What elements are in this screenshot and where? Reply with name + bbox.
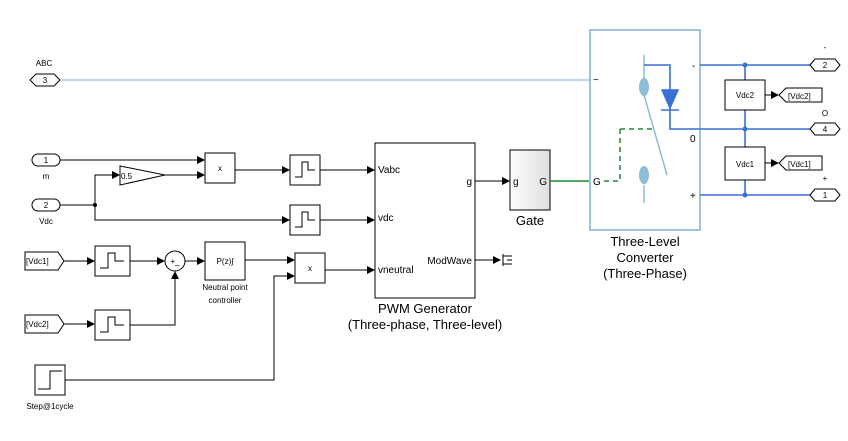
svg-text:Step@1cycle: Step@1cycle <box>26 402 74 411</box>
goto-vdc2[interactable]: [Vdc2] <box>778 87 823 103</box>
svg-text:4: 4 <box>823 125 828 134</box>
svg-text:1: 1 <box>44 156 49 165</box>
svg-text:-: - <box>824 43 827 52</box>
svg-text:G: G <box>593 177 601 188</box>
svg-text:vneutral: vneutral <box>378 265 414 276</box>
inport-abc[interactable]: ABC 3 <box>29 59 61 87</box>
svg-text:[Vdc2]: [Vdc2] <box>788 92 811 101</box>
svg-text:P(z)∫: P(z)∫ <box>217 257 235 266</box>
svg-text:Vdc: Vdc <box>39 217 53 226</box>
outport-pos[interactable]: + 1 <box>809 174 841 202</box>
svg-text:vdc: vdc <box>378 213 394 224</box>
svg-text:+_: +_ <box>170 257 180 266</box>
zero-order-hold-1[interactable] <box>289 154 321 186</box>
svg-text:3: 3 <box>43 76 48 85</box>
svg-text:PWM Generator: PWM Generator <box>378 301 473 316</box>
inport-vdc[interactable]: 2 Vdc <box>31 198 61 226</box>
neutral-point-controller[interactable]: P(z)∫ Neutral point controller <box>202 241 248 305</box>
goto-vdc1[interactable]: [Vdc1] <box>778 155 823 171</box>
zero-order-hold-4[interactable] <box>94 309 131 341</box>
svg-text:Three-Level: Three-Level <box>610 234 679 249</box>
svg-text:g: g <box>466 177 472 188</box>
from-vdc1[interactable]: [Vdc1] <box>24 251 65 271</box>
step-block[interactable]: Step@1cycle <box>26 364 74 411</box>
svg-text:-: - <box>692 61 695 72</box>
svg-text:(Three-phase, Three-level): (Three-phase, Three-level) <box>348 317 502 332</box>
sum-block[interactable]: +_ <box>164 250 186 272</box>
terminator <box>502 254 512 266</box>
svg-text:x: x <box>308 264 312 273</box>
outport-neg[interactable]: - 2 <box>809 43 841 72</box>
svg-text:Converter: Converter <box>616 250 674 265</box>
voltage-sensor-vdc1[interactable]: Vdc1 <box>724 146 766 181</box>
svg-text:Gate: Gate <box>516 213 544 228</box>
svg-text:G: G <box>539 177 547 188</box>
svg-text:+: + <box>823 174 828 183</box>
inport-m[interactable]: 1 m <box>31 153 61 181</box>
svg-text:x: x <box>218 164 222 173</box>
svg-text:O: O <box>822 109 828 118</box>
svg-text:2: 2 <box>44 201 49 210</box>
product-block-1[interactable]: x <box>204 152 236 184</box>
svg-text:g: g <box>513 177 519 188</box>
outport-neutral[interactable]: O 4 <box>809 109 841 136</box>
svg-text:0: 0 <box>690 134 696 145</box>
from-vdc2[interactable]: [Vdc2] <box>24 314 65 334</box>
svg-text:controller: controller <box>209 296 242 305</box>
svg-text:m: m <box>43 172 50 181</box>
svg-text:2: 2 <box>823 61 828 70</box>
voltage-sensor-vdc2[interactable]: Vdc2 <box>724 79 766 111</box>
svg-text:~: ~ <box>593 75 599 86</box>
svg-text:Vabc: Vabc <box>378 165 400 176</box>
product-block-2[interactable]: x <box>294 252 326 284</box>
svg-text:Vdc1: Vdc1 <box>736 160 755 169</box>
three-level-converter[interactable]: ~ G - 0 + Three-Level Converter (Three-P… <box>589 29 701 281</box>
svg-text:+: + <box>690 191 696 202</box>
zero-order-hold-2[interactable] <box>289 204 321 236</box>
gate-block[interactable]: g G Gate <box>509 149 551 228</box>
svg-text:[Vdc1]: [Vdc1] <box>26 257 49 266</box>
svg-text:1: 1 <box>823 191 828 200</box>
pwm-generator[interactable]: Vabc vdc vneutral g ModWave PWM Generato… <box>348 142 502 332</box>
svg-text:(Three-Phase): (Three-Phase) <box>603 266 687 281</box>
zero-order-hold-3[interactable] <box>94 245 131 277</box>
inport-abc-label: ABC <box>36 59 53 68</box>
svg-text:[Vdc1]: [Vdc1] <box>788 160 811 169</box>
svg-text:Neutral point: Neutral point <box>202 283 248 292</box>
svg-text:Vdc2: Vdc2 <box>736 91 755 100</box>
gain-block[interactable]: 0.5 <box>119 165 166 186</box>
svg-text:0.5: 0.5 <box>121 172 133 181</box>
svg-text:[Vdc2]: [Vdc2] <box>26 320 49 329</box>
svg-text:ModWave: ModWave <box>427 256 472 267</box>
